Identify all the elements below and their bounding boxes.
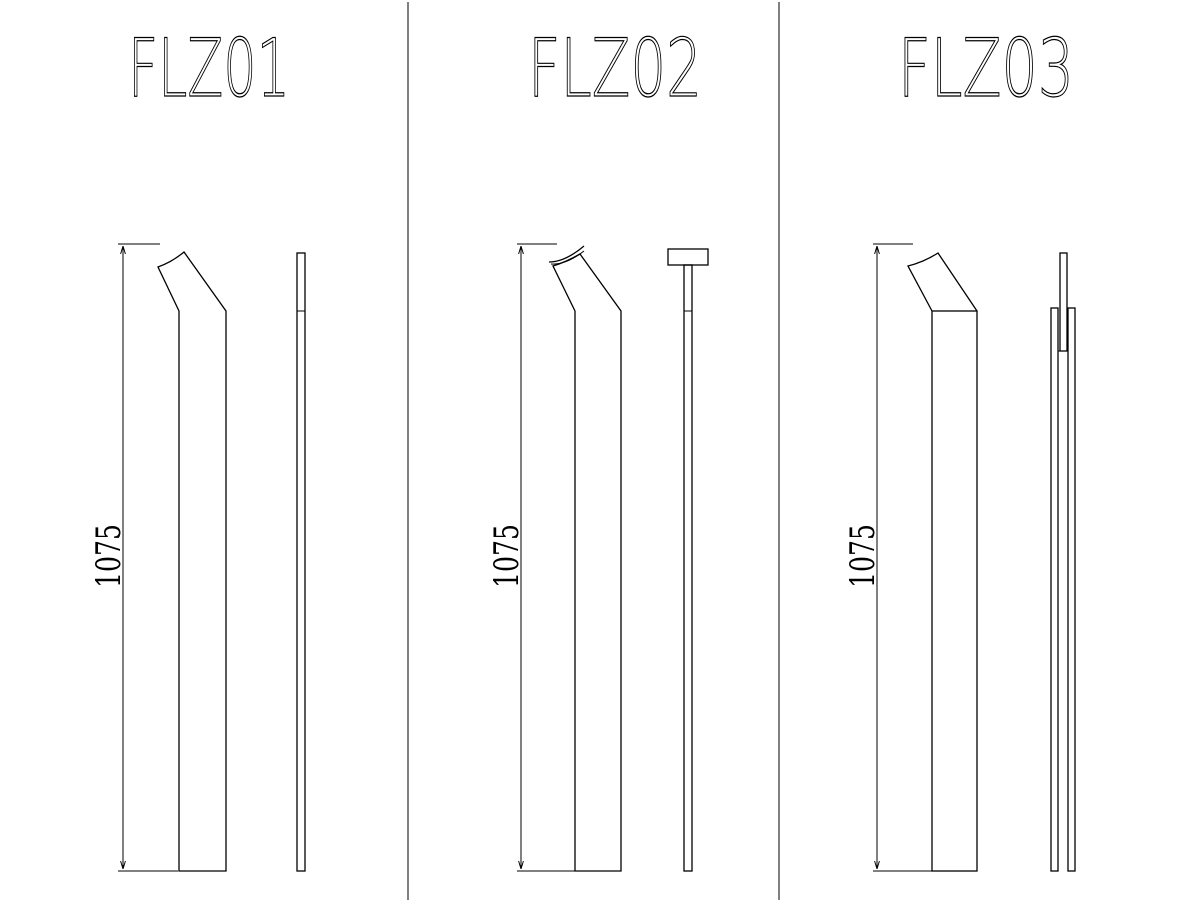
panel-flz02: FLZ02 1075 (487, 21, 709, 872)
panel-flz01: FLZ01 1075 (89, 21, 306, 872)
part-title: FLZ02 (528, 22, 702, 115)
bracket-front-view (157, 251, 227, 872)
bracket-side-view (296, 252, 306, 872)
bracket-front-view (552, 253, 622, 872)
bracket-side-view (667, 248, 709, 872)
bracket-front-view (907, 252, 978, 872)
part-title: FLZ01 (128, 22, 290, 115)
bracket-side-view (1050, 252, 1076, 872)
bracket-saddle-curve (548, 245, 585, 263)
dimension-label: 1075 (487, 524, 527, 588)
dimension-height: 1075 (843, 243, 932, 872)
part-title: FLZ03 (898, 22, 1074, 115)
bracket-saddle-inner (550, 250, 585, 265)
dimension-height: 1075 (487, 243, 575, 872)
dimension-height: 1075 (89, 243, 178, 872)
panel-flz03: FLZ03 1075 (843, 21, 1076, 872)
dimension-label: 1075 (89, 524, 129, 588)
dimension-label: 1075 (843, 524, 883, 588)
